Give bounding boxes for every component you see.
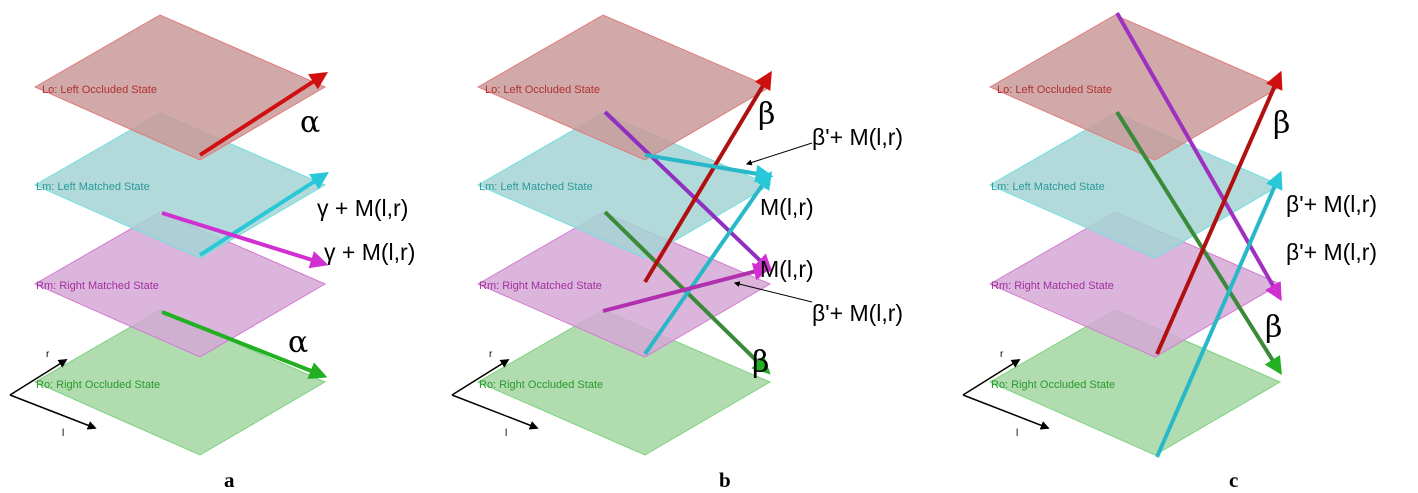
- label-beta-top: β: [1273, 106, 1290, 141]
- label-beta-top: β: [758, 97, 775, 132]
- plane-label-lo: Lo: Left Occluded State: [997, 84, 1112, 96]
- label-betaprime-upper: β'+ M(l,r): [812, 124, 903, 150]
- axis-l-arrow: [962, 394, 1050, 430]
- label-beta-bottom: β: [1265, 310, 1282, 345]
- plane-label-lm: Lm: Left Matched State: [479, 181, 593, 193]
- plane-ro: [33, 309, 327, 456]
- panel-label-b: b: [719, 468, 731, 492]
- plane-label-lm: Lm: Left Matched State: [36, 181, 150, 193]
- label-alpha-bottom: α: [288, 325, 308, 360]
- arrow-betaprime-lm: [644, 153, 774, 183]
- arrow-gamma-lm: [198, 172, 330, 257]
- arrow-beta-rm-lo: [1155, 70, 1283, 355]
- arrow-betaprime-lo-rm: [1115, 12, 1282, 302]
- label-m-upper: M(l,r): [760, 194, 814, 220]
- label-alpha-top: α: [300, 105, 320, 140]
- label-gamma-lm: γ + M(l,r): [317, 195, 408, 221]
- plane-rm: [476, 211, 772, 358]
- axis-l-label: l: [505, 428, 507, 439]
- label-m-lower: M(l,r): [760, 256, 814, 282]
- axis-l-label: l: [62, 428, 64, 439]
- arrow-beta-to-lo: [643, 70, 772, 284]
- plane-label-rm: Rm: Right Matched State: [479, 280, 602, 292]
- pointer-lower: [733, 281, 813, 303]
- panel-c: Lo: Left Occluded State Lm: Left Matched…: [962, 12, 1377, 492]
- arrow-gamma-rm: [161, 211, 329, 269]
- plane-label-lm: Lm: Left Matched State: [991, 181, 1105, 193]
- axis-r-arrow: [451, 359, 510, 396]
- arrow-beta-lm-ro: [1115, 110, 1282, 376]
- plane-label-ro: Ro: Right Occluded State: [479, 379, 603, 391]
- panel-label-c: c: [1229, 468, 1238, 492]
- pointer-upper: [745, 142, 813, 166]
- plane-label-ro: Ro: Right Occluded State: [36, 379, 160, 391]
- plane-ro: [476, 309, 772, 456]
- axis-l-arrow: [451, 394, 539, 430]
- panel-b: Lo: Left Occluded State Lm: Left Matched…: [451, 14, 903, 492]
- arrow-m-to-lm: [643, 171, 773, 356]
- axis-l-label: l: [1016, 428, 1018, 439]
- arrow-betaprime-rm: [602, 262, 772, 313]
- panel-label-a: a: [224, 468, 235, 492]
- axis-l-arrow: [9, 394, 97, 430]
- label-beta-bottom: β: [752, 345, 769, 380]
- label-betaprime-lower: β'+ M(l,r): [1286, 239, 1377, 265]
- axis-r-label: r: [46, 349, 50, 360]
- plane-label-rm: Rm: Right Matched State: [991, 280, 1114, 292]
- plane-label-lo: Lo: Left Occluded State: [42, 84, 157, 96]
- arrow-alpha-ro: [161, 310, 328, 380]
- label-betaprime-upper: β'+ M(l,r): [1286, 191, 1377, 217]
- label-gamma-rm: γ + M(l,r): [324, 239, 415, 265]
- plane-ro: [988, 309, 1282, 456]
- axis-r-arrow: [962, 359, 1021, 396]
- plane-label-rm: Rm: Right Matched State: [36, 280, 159, 292]
- arrow-alpha-lo: [198, 72, 329, 157]
- axis-r-label: r: [489, 349, 493, 360]
- arrow-betaprime-ro-lm: [1155, 170, 1283, 458]
- plane-rm: [33, 211, 327, 358]
- arrow-beta-lm-lo: [603, 110, 773, 273]
- axis-r-arrow: [9, 359, 68, 396]
- plane-label-ro: Ro: Right Occluded State: [991, 379, 1115, 391]
- plane-label-lo: Lo: Left Occluded State: [485, 84, 600, 96]
- label-betaprime-lower: β'+ M(l,r): [812, 300, 903, 326]
- axis-r-label: r: [1000, 349, 1004, 360]
- panel-a: Lo: Left Occluded State Lm: Left Matched…: [9, 14, 415, 492]
